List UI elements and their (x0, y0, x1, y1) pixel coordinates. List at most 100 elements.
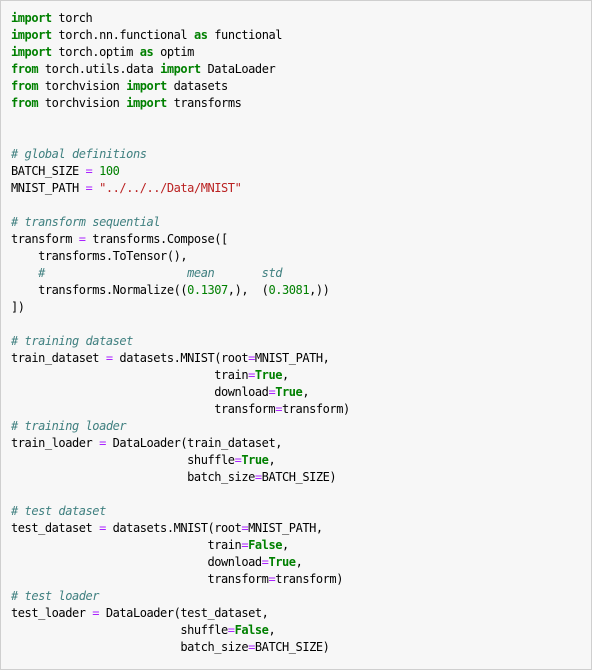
code-line: MNIST_PATH = "../../../Data/MNIST" (11, 180, 350, 197)
code-token: , (282, 538, 289, 552)
code-line: # training dataset (11, 333, 350, 350)
operator-token: = (99, 436, 106, 450)
code-line: BATCH_SIZE = 100 (11, 163, 350, 180)
comment-token: # training dataset (11, 334, 133, 348)
keyword-token: as (193, 28, 208, 42)
code-token: , (295, 555, 303, 569)
code-token: BATCH_SIZE) (254, 640, 330, 654)
operator-token: = (85, 164, 93, 178)
code-token: , (268, 453, 276, 467)
code-token: torch.nn.functional (51, 28, 194, 42)
code-line: transform=transform) (11, 571, 350, 588)
code-token: train_dataset (11, 351, 106, 365)
operator-token: = (92, 606, 100, 620)
code-line: # test loader (11, 588, 350, 605)
code-token: DataLoader (200, 62, 276, 76)
keyword-token: import (11, 11, 52, 25)
keyword-token: import (11, 28, 52, 42)
code-line: import torch.nn.functional as functional (11, 27, 350, 44)
operator-token: = (268, 385, 276, 399)
code-token: transform) (282, 402, 350, 416)
keyword-token: import (126, 96, 167, 110)
code-token: , (302, 385, 310, 399)
code-token: , (268, 623, 276, 637)
operator-token: = (248, 351, 255, 365)
code-line: download=True, (11, 384, 350, 401)
keyword-token: from (11, 79, 39, 93)
code-token: BATCH_SIZE (11, 164, 86, 178)
code-line (11, 197, 350, 214)
number-token: 0.1307 (187, 283, 228, 297)
code-token: BATCH_SIZE) (261, 470, 337, 484)
keyword-token: import (160, 62, 201, 76)
code-token: optim (153, 45, 194, 59)
code-token: functional (207, 28, 283, 42)
code-line: train=True, (11, 367, 350, 384)
code-token: shuffle (11, 623, 228, 637)
string-token: "../../../Data/MNIST" (99, 181, 242, 195)
code-token: datasets.MNIST(root (105, 521, 242, 535)
keyword-token: from (11, 62, 39, 76)
operator-token: = (234, 453, 242, 467)
code-line: test_loader = DataLoader(test_dataset, (11, 605, 350, 622)
code-token: torchvision (38, 96, 127, 110)
code-token: ,)) (309, 283, 330, 297)
number-token: 0.3081 (268, 283, 310, 297)
comment-token: # test loader (11, 589, 100, 603)
comment-token: # mean std (38, 266, 282, 280)
code-token: transforms.ToTensor(), (11, 249, 188, 263)
keyword-token: from (11, 96, 39, 110)
code-line: transforms.ToTensor(), (11, 248, 350, 265)
code-token: torch.optim (51, 45, 140, 59)
keyword-token: import (126, 79, 167, 93)
code-line: train_dataset = datasets.MNIST(root=MNIS… (11, 350, 350, 367)
keyword-token: as (139, 45, 154, 59)
code-line: # training loader (11, 418, 350, 435)
operator-token: = (268, 572, 276, 586)
operator-token: = (241, 521, 249, 535)
code-token: shuffle (11, 453, 235, 467)
operator-token: = (85, 181, 93, 195)
code-token: datasets (166, 79, 229, 93)
code-token: transform (11, 572, 269, 586)
code-token: transform (11, 232, 79, 246)
code-line: transform = transforms.Compose([ (11, 231, 350, 248)
code-token: MNIST_PATH (11, 181, 86, 195)
code-line: batch_size=BATCH_SIZE) (11, 639, 350, 656)
code-token: torch.utils.data (38, 62, 161, 76)
keyword-token: True (275, 385, 303, 399)
code-line: from torchvision import transforms (11, 95, 350, 112)
code-token: transforms (166, 96, 242, 110)
operator-token: = (227, 623, 235, 637)
code-token: transforms.Compose([ (85, 232, 228, 246)
code-line: shuffle=True, (11, 452, 350, 469)
code-line: # test dataset (11, 503, 350, 520)
code-line (11, 486, 350, 503)
operator-token: = (105, 351, 113, 365)
keyword-token: import (11, 45, 52, 59)
code-token: download (11, 555, 262, 569)
code-token: MNIST_PATH, (248, 521, 323, 535)
code-line: test_dataset = datasets.MNIST(root=MNIST… (11, 520, 350, 537)
code-token: DataLoader(test_dataset, (99, 606, 269, 620)
code-token: transform) (275, 572, 343, 586)
code-token: MNIST_PATH, (254, 351, 330, 365)
code-line: import torch (11, 10, 350, 27)
code-line: # transform sequential (11, 214, 350, 231)
code-token: test_dataset (11, 521, 100, 535)
code-line: # mean std (11, 265, 350, 282)
code-token: transform (11, 402, 276, 416)
code-token: torchvision (38, 79, 127, 93)
operator-token: = (275, 402, 282, 416)
comment-token: # training loader (11, 419, 127, 433)
operator-token: = (248, 368, 255, 382)
code-token: train (11, 368, 249, 382)
operator-token: = (261, 555, 269, 569)
code-line (11, 129, 350, 146)
code-line: train_loader = DataLoader(train_dataset, (11, 435, 350, 452)
code-line (11, 112, 350, 129)
code-token: train_loader (11, 436, 100, 450)
code-token: train (11, 538, 242, 552)
